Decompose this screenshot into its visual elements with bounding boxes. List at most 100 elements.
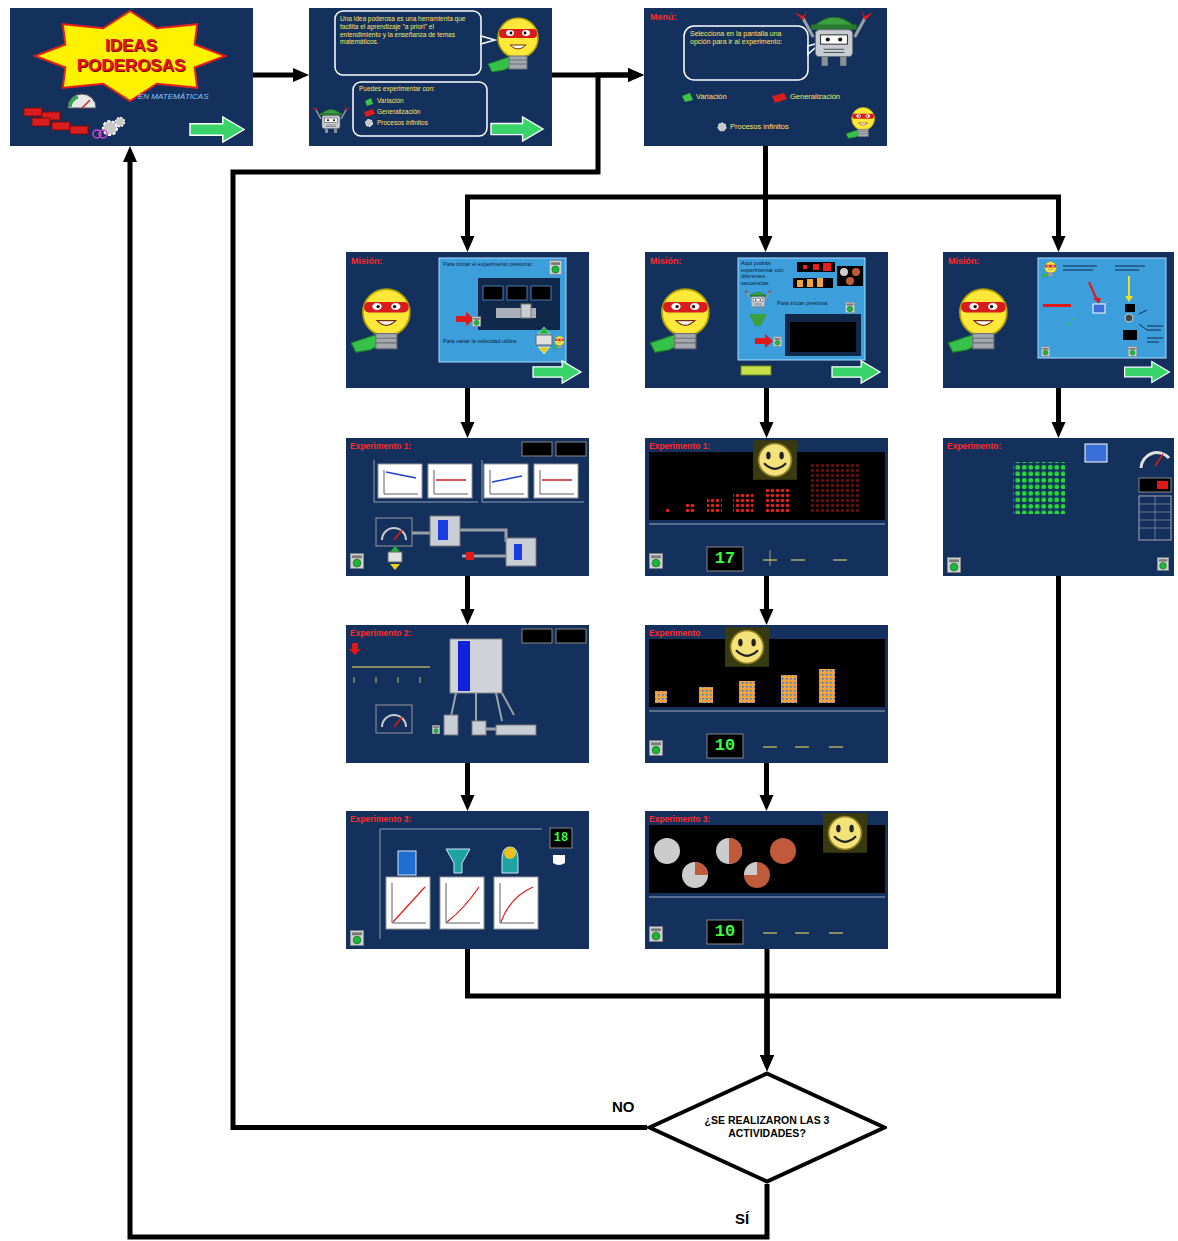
- title-screen-art-part: [190, 117, 244, 142]
- mission-screen-art-part: [650, 289, 709, 352]
- experiment-screen-art: [645, 811, 888, 949]
- experiment-screen: Experimento:: [943, 438, 1174, 576]
- experiment-screen-art-part: [386, 472, 416, 478]
- experiment-screen-art-part: [765, 488, 790, 513]
- experiment-screen-art-part: [649, 524, 885, 525]
- experiment-screen-art-part: [450, 693, 514, 721]
- flow-arrow: [764, 388, 769, 428]
- experiment-screen-art: [346, 811, 589, 949]
- text-slot: ¿SE REALIZARON LAS 3 ACTIVIDADES?: [697, 1101, 837, 1153]
- experiment-screen-art-part: [707, 734, 743, 758]
- text-slot: Menú:: [650, 12, 710, 24]
- intro-screen-art-part: [365, 98, 373, 106]
- title-screen: IDEAS PODEROSAS EN MATEMÁTICAS: [10, 8, 253, 146]
- text-slot: IDEAS PODEROSAS: [68, 32, 194, 80]
- flow-arrow: [764, 763, 769, 801]
- mission-screen-art-part: [837, 266, 863, 286]
- experiment-screen-art-part: [649, 741, 662, 756]
- menu-option: Procesos infinitos: [730, 122, 834, 131]
- text-slot: Experimento 3:: [350, 814, 480, 827]
- experiment-screen-art-part: [744, 862, 770, 888]
- experiment-screen-art-part: [649, 897, 885, 898]
- mission-instruction: Para iniciar presiona:: [777, 300, 843, 307]
- mission-screen-art-part: [1093, 304, 1105, 313]
- mission-screen-art-part: [790, 322, 856, 352]
- mission-screen-art-part: [1063, 266, 1097, 270]
- mission-screen-art-part: [797, 280, 803, 287]
- mission-screen-art-part: [478, 278, 560, 330]
- mission-screen-art-part: [755, 334, 773, 348]
- intro-screen-art-part: [335, 11, 481, 75]
- app-subtitle: EN MATEMÁTICAS: [138, 92, 248, 102]
- title-screen-art-part: [70, 97, 78, 107]
- screen-title: Experimento 3:: [649, 814, 779, 824]
- mission-screen-art-part: [832, 361, 880, 383]
- menu-screen-art-part: [795, 10, 874, 66]
- experiment-screen-art-part: [522, 442, 552, 456]
- mission-screen-art-part: [1128, 347, 1137, 356]
- mission-screen-art-part: [1042, 262, 1056, 277]
- menu-instruction: Selecciona en la pantalla una opción par…: [690, 30, 804, 47]
- mission-screen-art-part: [749, 314, 767, 326]
- menu-screen-art-part: [684, 26, 808, 80]
- mission-screen-art-part: [1139, 310, 1147, 330]
- experiment-screen-art-part: [1157, 481, 1168, 489]
- mission-screen-art-part: [536, 335, 552, 345]
- experiment-screen-art-part: [393, 887, 425, 922]
- title-screen-art-part: [35, 11, 225, 101]
- experiment-screen-art-part: [699, 687, 713, 703]
- mission-screen-art-part: [1038, 258, 1166, 358]
- mission-screen-art-part: [1089, 282, 1097, 300]
- mission-screen: Misión:Aquí podrás experimentar con dife…: [645, 252, 888, 388]
- experiment-screen-art-part: [432, 725, 440, 733]
- decision-question: ¿SE REALIZARON LAS 3 ACTIVIDADES?: [697, 1114, 837, 1139]
- experiment-screen: Experimento 3:10: [645, 811, 888, 949]
- experiment-screen-art-part: [349, 643, 361, 655]
- title-screen-art-part: [24, 108, 88, 134]
- experiment-screen-art-part: [428, 464, 472, 498]
- experiment-screen-art-part: [707, 547, 743, 571]
- flow-arrow: [468, 146, 766, 242]
- mission-screen-art-part: [793, 278, 833, 288]
- text-slot: Para iniciar presiona:: [777, 300, 843, 314]
- experiment-screen-art-part: [744, 862, 757, 875]
- intro-screen-art-part: [309, 8, 552, 146]
- mission-screen-art-part: [456, 312, 474, 326]
- intro-screen-art-part: [488, 18, 538, 72]
- flow-arrow: [764, 576, 769, 615]
- branch-label: SÍ: [733, 1210, 751, 1227]
- flow-arrow: [766, 146, 1059, 242]
- mission-screen-art-part: [483, 286, 503, 300]
- experiment-screen-art: [346, 625, 589, 763]
- mission-screen-art-part: [813, 264, 819, 270]
- title-screen-art-part-part: [32, 118, 50, 126]
- experiment-screen-art-part: [394, 530, 402, 540]
- experiment-screen-art-part: [550, 828, 572, 848]
- experiment-screen-art-part: [444, 715, 458, 735]
- experiment-screen-art-part: [770, 838, 796, 864]
- experiment-screen-art-part: [398, 851, 416, 875]
- title-screen-art-part: [116, 118, 125, 127]
- screen-title: Misión:: [351, 256, 411, 267]
- mission-screen-art-part: [1067, 318, 1075, 324]
- flow-arrow: [465, 576, 470, 615]
- menu-screen: Menú: Selecciona en la pantalla una opció…: [644, 8, 887, 146]
- mission-screen-art: [645, 252, 888, 388]
- experiment-screen-art: [346, 438, 589, 576]
- topic-item: Generalización: [377, 108, 481, 116]
- flow-arrow: [468, 949, 768, 1061]
- experiment-screen-art-part: [378, 464, 422, 498]
- text-slot: Selecciona en la pantalla una opción par…: [690, 30, 804, 76]
- mission-screen-art: [943, 252, 1174, 388]
- experiment-screen-art-part: [763, 747, 843, 748]
- mission-instruction: Para iniciar el experimento presiona:: [443, 261, 545, 268]
- experiment-screen-art-part: [947, 558, 960, 573]
- experiment-screen-art-part: [502, 847, 518, 873]
- mission-screen-art-part: [507, 286, 527, 300]
- branch-label: NO: [610, 1098, 637, 1115]
- experiment-screen-art-part: [707, 498, 722, 513]
- mission-screen-art-part: [741, 366, 771, 375]
- intro-screen-art-part: [364, 109, 375, 117]
- title-screen-art-part: [82, 100, 90, 108]
- experiment-screen-art: [943, 438, 1174, 576]
